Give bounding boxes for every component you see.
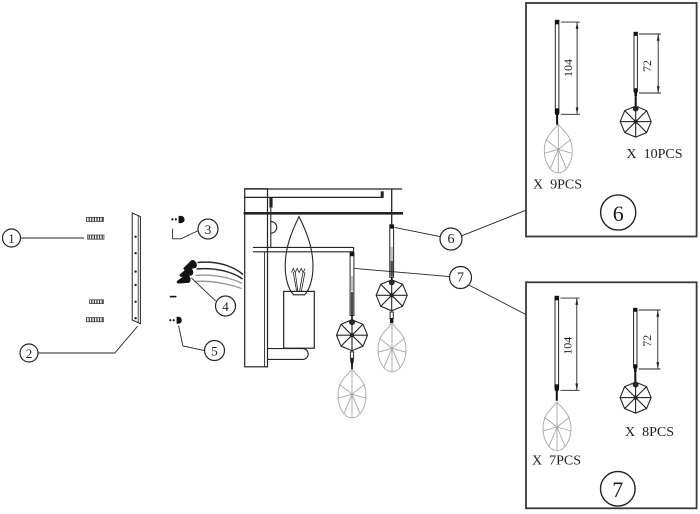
dimension-72: 72 bbox=[640, 60, 654, 72]
detail-box-7: 104 X 7PCS 72 X 8PCS 7 bbox=[525, 281, 698, 510]
screw bbox=[87, 234, 105, 240]
octagon-crystal bbox=[335, 319, 369, 352]
callout-6-bubble bbox=[439, 227, 463, 251]
qty-drop-pendant: X 9PCS bbox=[533, 177, 582, 192]
qty-octagon-pendant: X 10PCS bbox=[626, 147, 682, 162]
qty-octagon-pendant: X 8PCS bbox=[625, 425, 674, 440]
screw bbox=[86, 317, 104, 323]
pendant-chain-right bbox=[375, 189, 408, 373]
small-screw-bottom bbox=[169, 316, 182, 324]
qty-drop-pendant: X 7PCS bbox=[532, 454, 581, 469]
pendant-chain-left bbox=[335, 251, 369, 419]
dimension-104: 104 bbox=[561, 337, 575, 355]
small-screw-top bbox=[171, 215, 185, 224]
callout-2-label: 2 bbox=[26, 346, 33, 361]
wire-connectors bbox=[176, 259, 244, 290]
detail-box-6: 104 X 9PCS 72 X 10PCS 6 bbox=[525, 2, 698, 238]
wire-nut bbox=[176, 274, 191, 284]
box-6-number-bubble bbox=[599, 194, 637, 231]
leader-lines bbox=[20, 209, 527, 354]
callout-3-bubble bbox=[197, 218, 219, 240]
box-7-number-bubble bbox=[599, 470, 636, 507]
screw bbox=[86, 216, 104, 222]
callout-4-label: 4 bbox=[222, 299, 229, 314]
mounting-bracket bbox=[131, 212, 141, 325]
plate-hole bbox=[270, 220, 278, 234]
dimension-104: 104 bbox=[561, 59, 575, 77]
callout-6-label: 6 bbox=[448, 232, 455, 247]
box-7-number: 7 bbox=[612, 477, 623, 502]
callout-7-label: 7 bbox=[457, 270, 464, 285]
callout-3-label: 3 bbox=[205, 222, 212, 237]
callout-1-bubble bbox=[1, 228, 22, 248]
mounting-screws-group bbox=[86, 216, 105, 323]
callout-1-label: 1 bbox=[8, 231, 15, 246]
callout-5-bubble bbox=[203, 339, 226, 362]
octagon-crystal bbox=[375, 279, 408, 312]
candle-bulb bbox=[284, 215, 314, 296]
lamp-fixture bbox=[243, 188, 403, 368]
wire-nut bbox=[179, 267, 194, 277]
wires bbox=[194, 261, 244, 290]
callout-bubbles: 1 2 3 4 5 6 7 bbox=[1, 218, 473, 363]
dimension-72: 72 bbox=[640, 335, 654, 347]
callout-5-label: 5 bbox=[211, 343, 218, 358]
fixture-arm bbox=[267, 348, 309, 360]
box-6-number: 6 bbox=[613, 201, 624, 226]
callout-2-bubble bbox=[19, 343, 39, 363]
callout-7-bubble bbox=[448, 265, 473, 290]
wire-nut bbox=[183, 259, 197, 271]
callout-4-bubble bbox=[214, 295, 237, 317]
screw bbox=[89, 299, 104, 304]
bulb-filament bbox=[291, 267, 306, 292]
octagon-crystal bbox=[619, 381, 652, 414]
octagon-crystal bbox=[619, 105, 652, 138]
